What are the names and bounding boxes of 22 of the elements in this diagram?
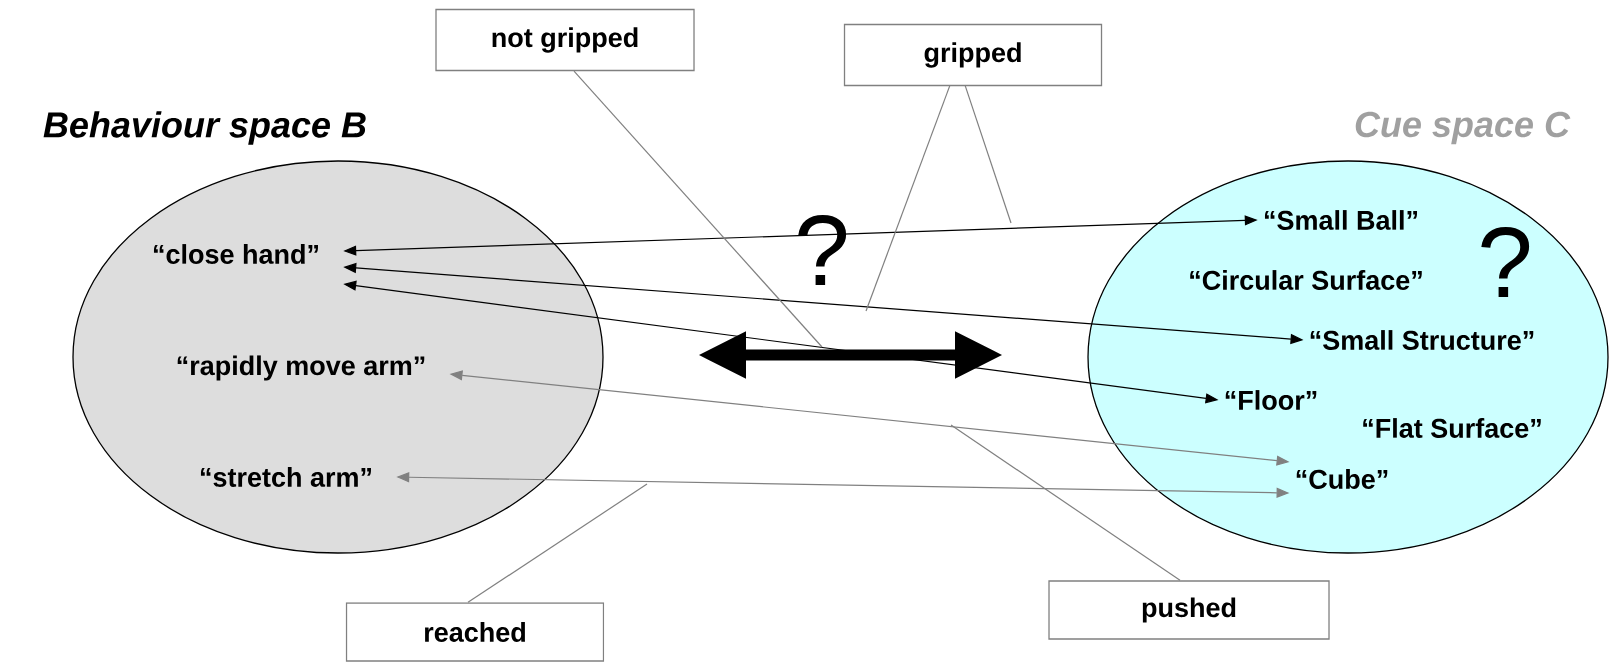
item-label: “close hand” xyxy=(154,244,318,264)
label-box: reached xyxy=(345,602,605,662)
question-mark: ? xyxy=(798,215,847,285)
leader-line xyxy=(467,483,648,603)
leader-line xyxy=(573,70,823,348)
item-label: “rapidly move arm” xyxy=(177,355,425,381)
label-box: not gripped xyxy=(435,8,695,72)
leader-line xyxy=(950,424,1181,581)
item-label: “Floor” xyxy=(1225,390,1317,410)
label-box: pushed xyxy=(1048,580,1330,640)
heading: Behaviour space B xyxy=(43,111,366,145)
leader-line xyxy=(865,84,951,312)
item-label: “stretch arm” xyxy=(200,467,371,487)
item-label: “Circular Surface” xyxy=(1190,270,1422,290)
leader-line xyxy=(964,84,1012,224)
item-label: “Cube” xyxy=(1296,469,1388,489)
question-mark: ? xyxy=(1481,227,1530,297)
item-label: “Small Ball” xyxy=(1265,210,1417,230)
heading: Cue space C xyxy=(1355,111,1571,145)
item-label: “Flat Surface” xyxy=(1363,418,1541,438)
label-box: gripped xyxy=(843,23,1103,87)
item-label: “Small Structure” xyxy=(1310,330,1534,350)
